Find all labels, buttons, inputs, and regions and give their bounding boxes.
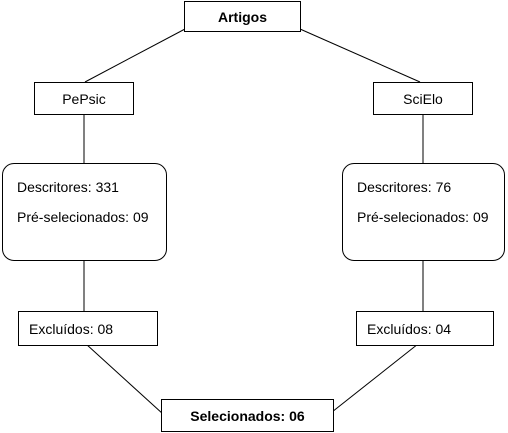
pepsic-box: PePsic xyxy=(34,82,134,115)
pepsic-preselecionados-text: Pré-selecionados: 09 xyxy=(17,209,149,225)
connector-artigos-scielo xyxy=(299,28,421,83)
scielo-excluidos-box: Excluídos: 04 xyxy=(356,311,494,346)
artigos-label: Artigos xyxy=(218,8,267,25)
pepsic-counts-box: Descritores: 331 Pré-selecionados: 09 xyxy=(2,163,167,261)
connector-right-excluidos-selecionados xyxy=(331,343,419,413)
scielo-label: SciElo xyxy=(403,90,443,107)
pepsic-excluidos-box: Excluídos: 08 xyxy=(18,311,158,346)
scielo-excluidos-text: Excluídos: 04 xyxy=(367,320,452,337)
pepsic-descritores-text: Descritores: 331 xyxy=(17,179,119,195)
selecionados-label: Selecionados: 06 xyxy=(190,407,305,424)
scielo-box: SciElo xyxy=(373,82,473,115)
scielo-counts-box: Descritores: 76 Pré-selecionados: 09 xyxy=(342,163,505,261)
artigos-box: Artigos xyxy=(184,1,301,32)
scielo-preselecionados-text: Pré-selecionados: 09 xyxy=(357,209,489,225)
scielo-descritores-text: Descritores: 76 xyxy=(357,179,452,195)
pepsic-label: PePsic xyxy=(62,90,106,107)
connector-artigos-pepsic xyxy=(84,28,186,83)
selecionados-box: Selecionados: 06 xyxy=(161,399,334,432)
connector-left-excluidos-selecionados xyxy=(85,343,164,415)
pepsic-excluidos-text: Excluídos: 08 xyxy=(29,320,114,337)
